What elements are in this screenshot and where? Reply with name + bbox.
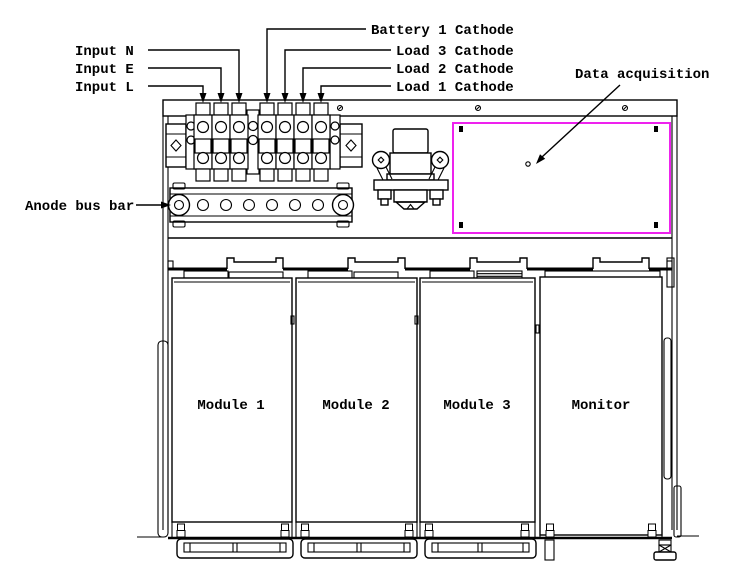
bus-bar-bolt — [167, 193, 191, 217]
terminal-mount-bracket-right — [339, 123, 363, 168]
handle-tab — [347, 257, 406, 269]
battery-1-cathode-label: Battery 1 Cathode — [371, 23, 514, 39]
arrow-down-icon — [299, 93, 307, 103]
load-1-cathode-label: Load 1 Cathode — [396, 80, 514, 96]
screw-icon — [459, 222, 463, 228]
terminal-block — [165, 102, 363, 182]
screw-icon — [336, 104, 629, 112]
arrow-down-icon — [317, 93, 325, 103]
monitor-panel — [539, 276, 663, 536]
module-2-handle — [300, 538, 418, 559]
leveling-foot — [653, 539, 677, 561]
input-e-label: Input E — [75, 62, 134, 78]
right-hinge-rail — [663, 337, 672, 480]
module-1-panel — [171, 277, 293, 523]
input-leaders — [148, 49, 243, 103]
input-n-label: Input N — [75, 44, 134, 60]
input-l-label: Input L — [75, 80, 134, 96]
connector-assembly — [371, 128, 450, 210]
arrow-down-icon — [199, 93, 207, 103]
data-acquisition-panel — [452, 84, 671, 234]
module-2-label: Module 2 — [322, 398, 389, 414]
arrow-down-icon — [235, 93, 243, 103]
bus-bar-bolt — [331, 193, 355, 217]
handle-tab — [469, 257, 528, 269]
cable-pulley-icon — [371, 150, 391, 170]
data-acquisition-label: Data acquisition — [575, 67, 709, 83]
cable-pulley-icon — [430, 150, 450, 170]
cabinet-frame — [157, 99, 682, 538]
module-bay: Module 1 Module 2 Module 3 Monitor — [137, 257, 699, 561]
module-3-panel — [419, 277, 536, 523]
arrow-down-icon — [263, 93, 271, 103]
anode-bus-bar — [136, 182, 355, 228]
data-acquisition-outline — [452, 122, 671, 234]
arrow-down-icon — [281, 93, 289, 103]
anode-bus-bar-label: Anode bus bar — [25, 199, 134, 215]
screw-icon — [459, 126, 463, 132]
arrow-down-left-icon — [536, 154, 546, 164]
monitor-label: Monitor — [572, 398, 631, 414]
handle-tab — [226, 257, 284, 269]
cathode-leaders — [263, 28, 391, 103]
module-3-handle — [424, 538, 537, 559]
arrow-right-icon — [161, 201, 171, 209]
module-1-handle — [176, 538, 294, 559]
monitor-foot — [544, 539, 555, 561]
module-2-panel — [295, 277, 418, 523]
module-3-label: Module 3 — [443, 398, 510, 414]
callout-labels: Input N Input E Input L Battery 1 Cathod… — [25, 23, 709, 215]
handle-tab — [592, 257, 650, 269]
module-1-label: Module 1 — [197, 398, 264, 414]
arrow-down-icon — [217, 93, 225, 103]
screw-icon — [654, 126, 658, 132]
load-2-cathode-label: Load 2 Cathode — [396, 62, 514, 78]
load-3-cathode-label: Load 3 Cathode — [396, 44, 514, 60]
terminal-mount-bracket-left — [165, 123, 187, 168]
screw-icon — [525, 161, 531, 167]
screw-icon — [654, 222, 658, 228]
